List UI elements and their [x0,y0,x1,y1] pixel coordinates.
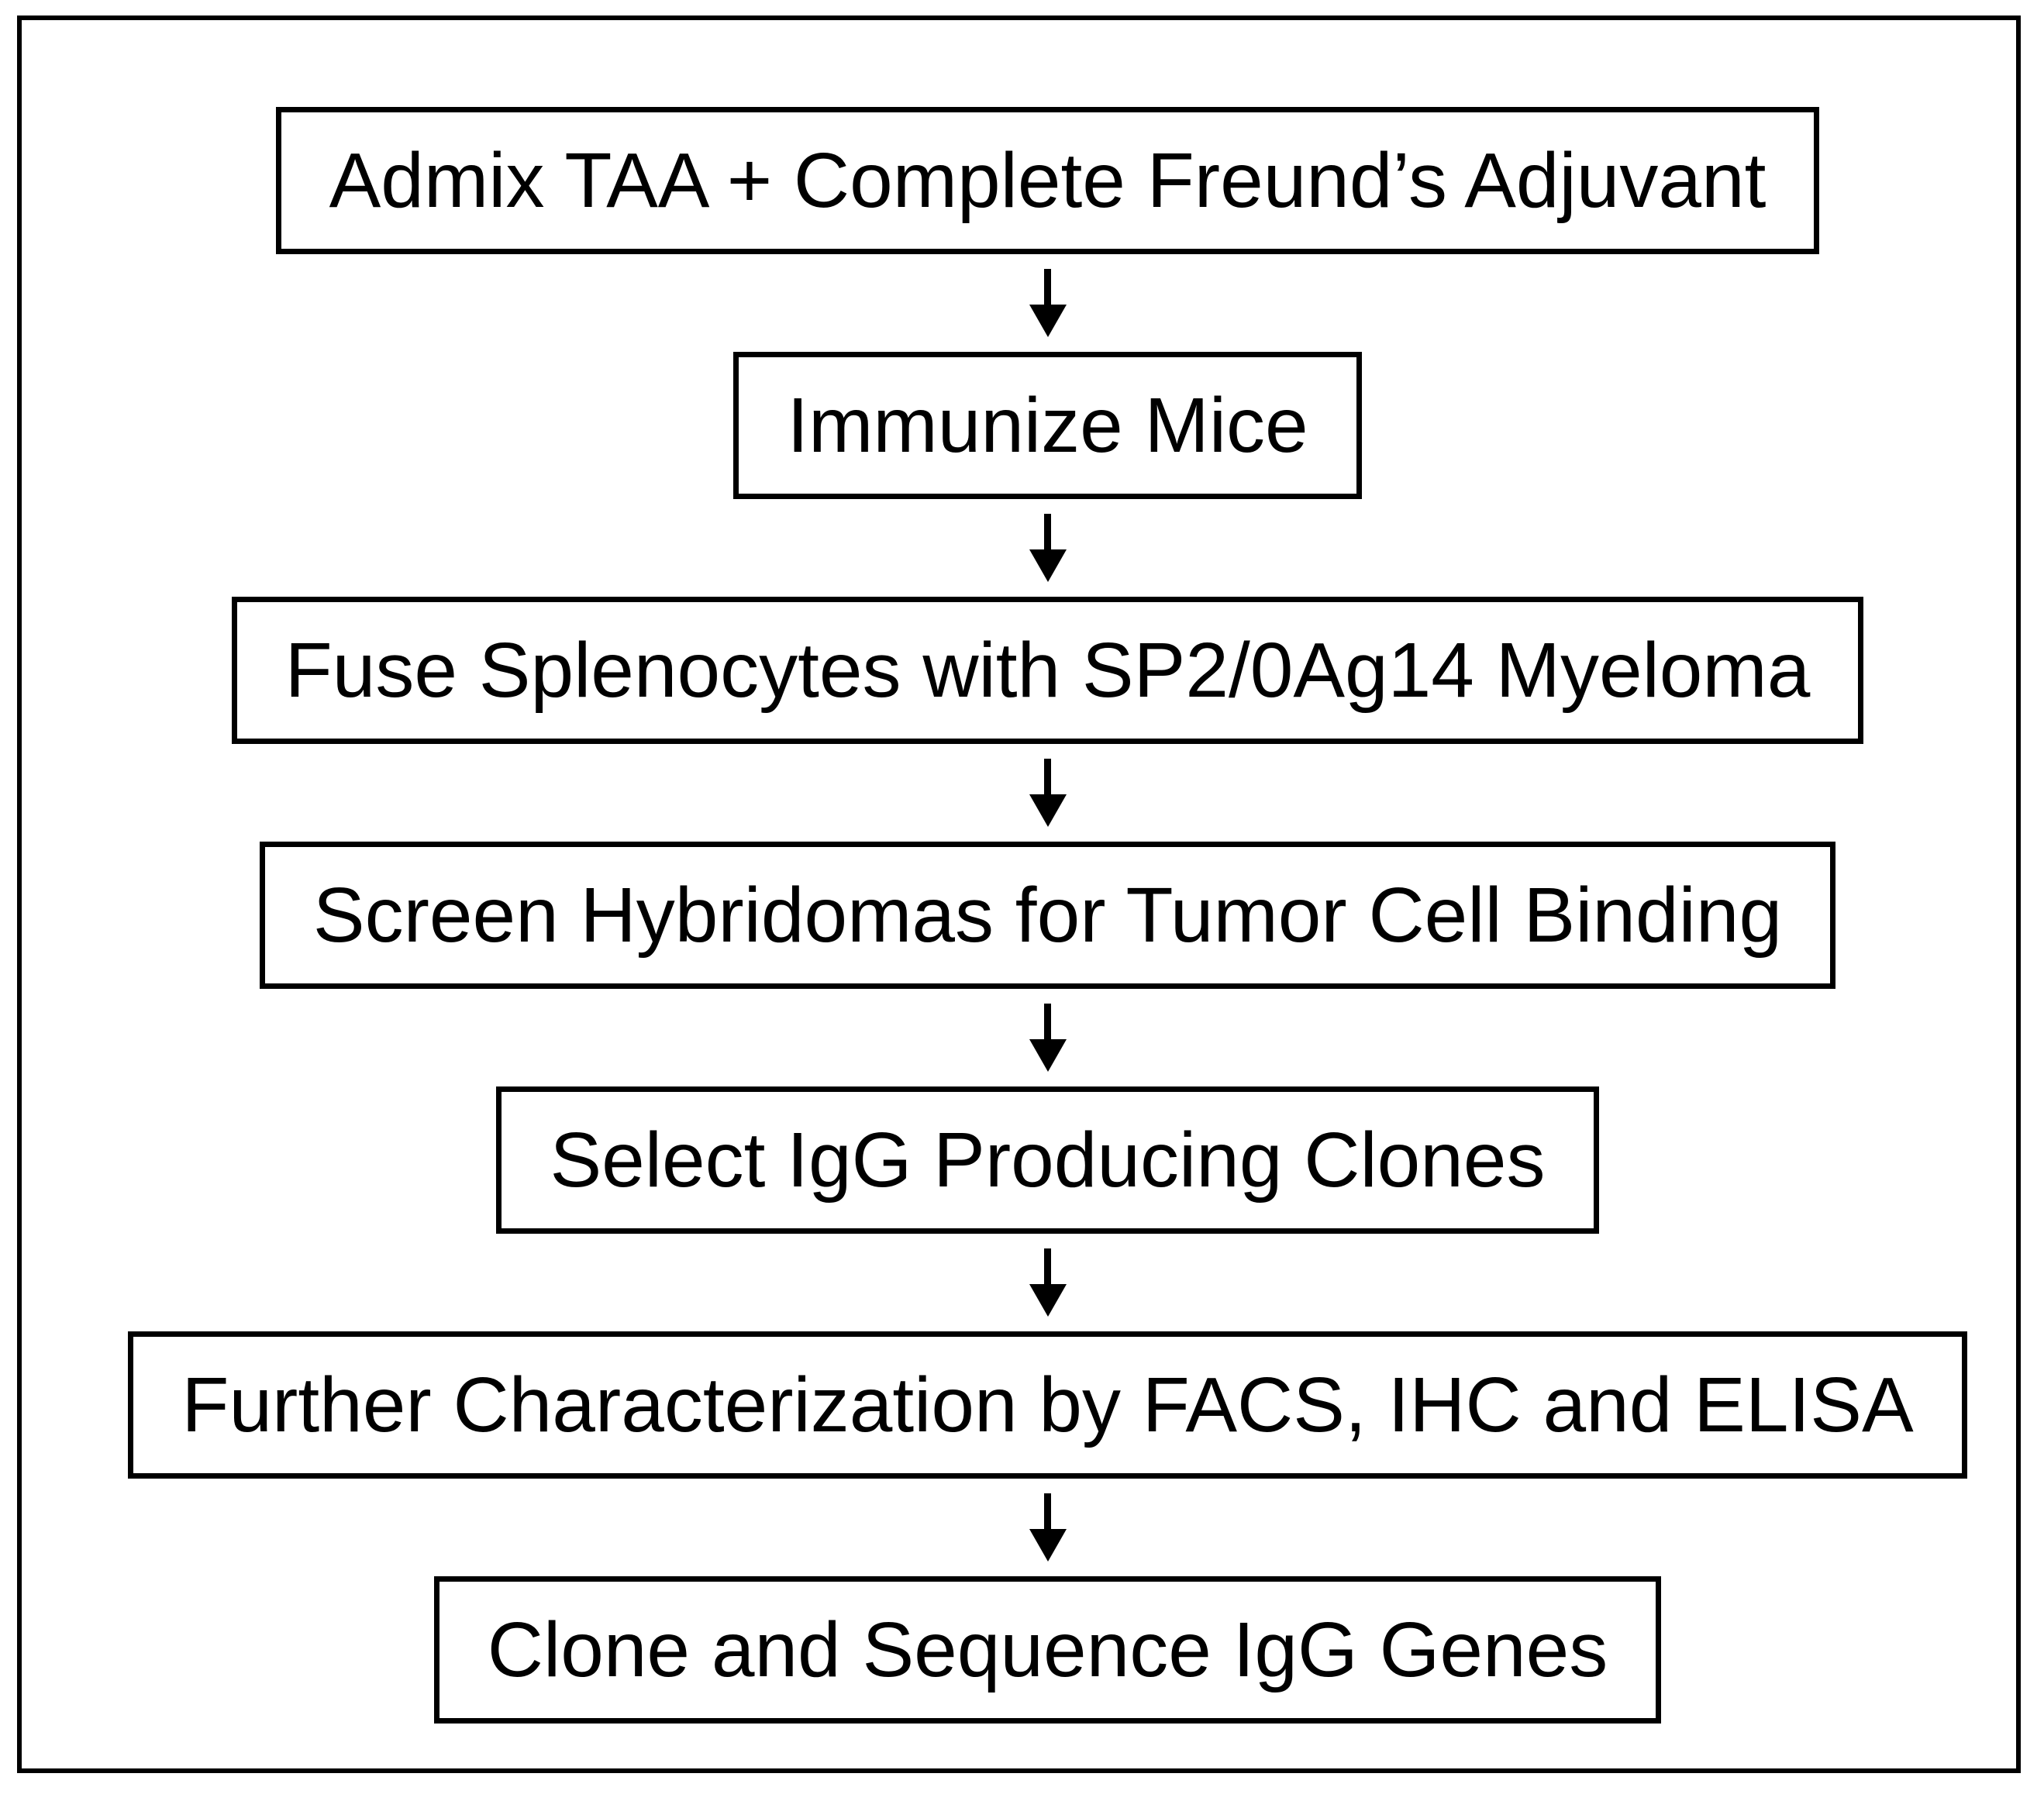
down-arrow-icon [1029,499,1067,597]
down-arrow-icon [1029,254,1067,352]
step-clone-sequence-igg-genes-box: Clone and Sequence IgG Genes [433,1576,1662,1724]
down-arrow-icon [1029,1234,1067,1331]
down-arrow-icon [1029,989,1067,1086]
arrow-head [1029,549,1067,582]
step-admix-taa-adjuvant-box: Admix TAA + Complete Freund’s Adjuvant [275,107,1820,254]
arrow-shaft [1044,514,1051,549]
step-further-characterization-box: Further Characterization by FACS, IHC an… [128,1331,1967,1479]
arrow-shaft [1044,1248,1051,1284]
arrow-shaft [1044,1493,1051,1529]
arrow-head [1029,1039,1067,1072]
arrow-shaft [1044,759,1051,794]
down-arrow-icon [1029,1479,1067,1576]
step-select-igg-clones-box: Select IgG Producing Clones [496,1086,1599,1234]
arrow-head [1029,794,1067,827]
step-immunize-mice-box: Immunize Mice [733,352,1362,499]
outer-border-frame: Admix TAA + Complete Freund’s Adjuvant I… [17,15,2021,1773]
flowchart-column: Admix TAA + Complete Freund’s Adjuvant I… [79,107,2016,1724]
arrow-head [1029,305,1067,337]
step-fuse-splenocytes-box: Fuse Splenocytes with SP2/0Ag14 Myeloma [231,597,1864,744]
step-screen-hybridomas-box: Screen Hybridomas for Tumor Cell Binding [259,842,1836,989]
down-arrow-icon [1029,744,1067,842]
arrow-head [1029,1284,1067,1317]
arrow-head [1029,1529,1067,1562]
arrow-shaft [1044,269,1051,305]
arrow-shaft [1044,1004,1051,1039]
